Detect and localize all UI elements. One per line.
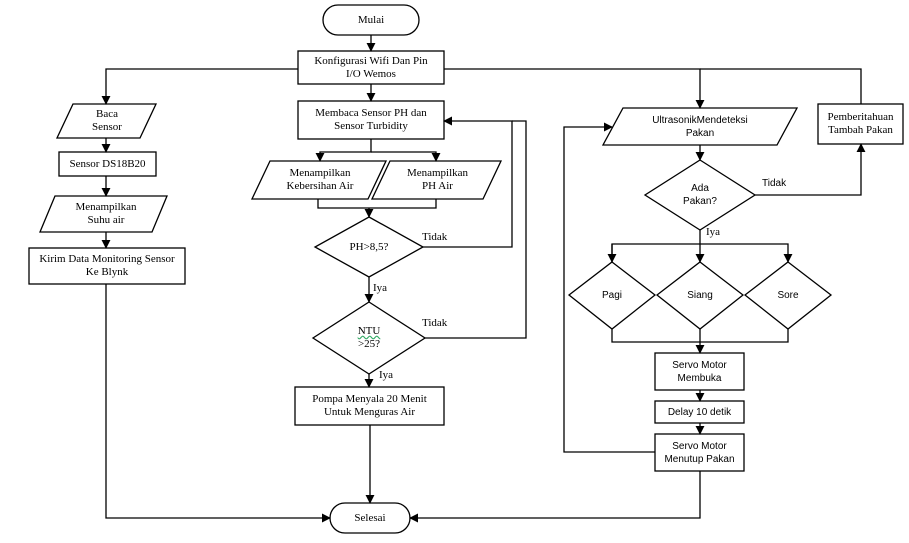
read-ph-turb-label: Membaca Sensor PH dan Sensor Turbidity xyxy=(315,107,427,132)
config-label: Konfigurasi Wifi Dan Pin I/O Wemos xyxy=(314,54,428,80)
servo-open-label: Servo Motor Membuka xyxy=(672,359,727,384)
show-ph-io xyxy=(370,160,503,200)
food-check-label: Ada Pakan? xyxy=(683,183,717,207)
notify-label: Pemberitahuan Tambah Pakan xyxy=(827,111,894,136)
read-sensor-label: Baca Sensor xyxy=(92,108,122,133)
conn-close-end xyxy=(409,471,701,523)
show-clean-label: Menampilkan Kebersihan Air xyxy=(286,167,354,192)
servo-close-label: Servo Motor Menutup Pakan xyxy=(664,440,735,465)
conn-notify-loop xyxy=(700,68,862,104)
ntu-label-line2: >25? xyxy=(357,338,381,350)
conn-blynk-end xyxy=(105,284,331,523)
show-temp-io xyxy=(39,195,168,233)
food-no-label: Tidak xyxy=(762,177,787,189)
ph-check-label: PH>8,5? xyxy=(349,240,389,253)
ds18b20-label: Sensor DS18B20 xyxy=(69,157,146,170)
show-clean-io xyxy=(250,160,388,200)
end-label: Selesai xyxy=(354,511,386,524)
read-sensor-io xyxy=(55,103,158,139)
conn-readph-split xyxy=(315,139,372,162)
ph-no-label: Tidak xyxy=(422,230,448,243)
start-label: Mulai xyxy=(357,13,385,26)
conn-close-loop xyxy=(563,122,655,453)
ntu-yes-label: Iya xyxy=(379,368,394,381)
ph-yes-label: Iya xyxy=(373,281,388,294)
sore-label: Sore xyxy=(777,289,799,301)
ntu-label-line1: NTU xyxy=(357,325,381,337)
ultrasonic-io xyxy=(601,107,799,146)
show-ph-label: Menampilkan PH Air xyxy=(406,167,469,192)
delay-label: Delay 10 detik xyxy=(667,406,732,418)
conn-readph-split2 xyxy=(371,151,441,162)
conn-config-readsensor xyxy=(101,68,298,105)
send-blynk-label: Kirim Data Monitoring Sensor Ke Blynk xyxy=(39,253,175,278)
conn-ntu-no xyxy=(425,120,527,339)
conn-food-no xyxy=(755,143,866,196)
food-yes-label: Iya xyxy=(706,225,721,238)
pagi-label: Pagi xyxy=(601,289,622,301)
conn-config-ultrasonic xyxy=(444,68,705,109)
conn-merge xyxy=(317,199,437,209)
ultrasonic-label: UltrasonikMendeteksi Pakan xyxy=(652,114,748,139)
pump-label: Pompa Menyala 20 Menit Untuk Menguras Ai… xyxy=(312,393,427,418)
conn-ph-no xyxy=(423,116,513,248)
ntu-check-label: NTU >25? xyxy=(330,322,408,354)
show-temp-label: Menampilkan Suhu air xyxy=(75,201,137,226)
ntu-no-label: Tidak xyxy=(422,316,448,329)
siang-label: Siang xyxy=(687,289,713,301)
